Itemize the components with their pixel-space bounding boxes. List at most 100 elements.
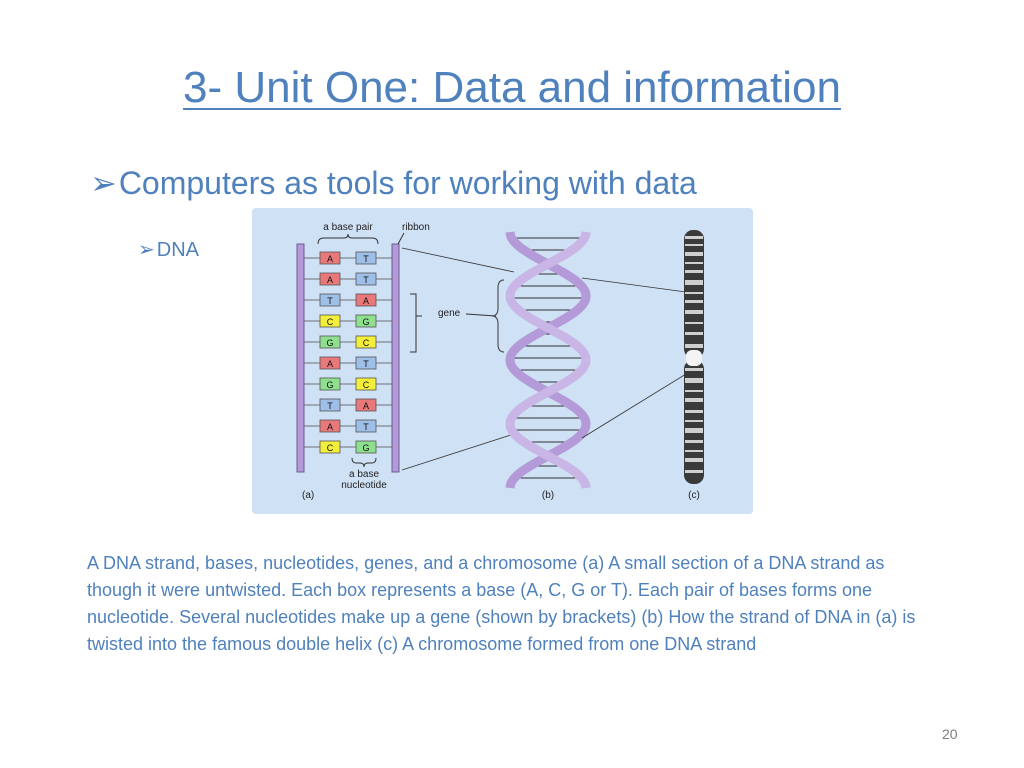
chromosome-band	[685, 398, 703, 402]
base-box-left: C	[319, 314, 341, 328]
chromosome-band	[685, 280, 703, 285]
base-box-right: T	[355, 419, 377, 433]
base-box-right: C	[355, 377, 377, 391]
chromosome-band	[685, 368, 703, 371]
arrow-bullet-icon: ➢	[138, 239, 155, 261]
chromosome-band	[685, 322, 703, 324]
base-letter: A	[363, 401, 369, 411]
base-box-right: G	[355, 440, 377, 454]
chromosome-band	[685, 470, 703, 473]
bullet-level2: ➢DNA	[138, 238, 199, 262]
chromosome-band	[685, 378, 703, 383]
nucleotide-brace	[351, 457, 377, 468]
helix-strand-1	[505, 231, 591, 489]
chromosome-band	[685, 332, 703, 335]
nucleotide-label-line2: nucleotide	[341, 480, 387, 491]
base-letter: A	[327, 422, 333, 432]
base-pair-brace	[317, 233, 379, 245]
panel-c-chromosome: (c)	[684, 230, 704, 501]
left-ribbon	[296, 243, 305, 473]
gene-bracket-b	[491, 279, 505, 353]
zoom-lines-a-b	[401, 247, 515, 471]
base-letter: T	[363, 254, 369, 264]
base-letter: T	[363, 275, 369, 285]
chromosome-band	[685, 292, 703, 294]
chromosome-band	[685, 310, 703, 314]
base-letter: A	[327, 275, 333, 285]
gene-bracket-a	[410, 293, 422, 353]
base-box-right: C	[355, 335, 377, 349]
base-box-left: A	[319, 251, 341, 265]
base-box-right: T	[355, 272, 377, 286]
chromosome-band	[685, 344, 703, 348]
base-box-left: G	[319, 335, 341, 349]
right-ribbon	[391, 243, 400, 473]
nucleotide-label-line1: a base	[349, 469, 379, 480]
chromosome-band	[685, 440, 703, 443]
base-letter: C	[327, 317, 334, 327]
chromosome-band	[685, 420, 703, 422]
base-box-right: A	[355, 293, 377, 307]
base-letter: T	[363, 359, 369, 369]
chromosome-band	[685, 428, 703, 433]
base-letter: T	[327, 401, 333, 411]
bullet-level1-text: Computers as tools for working with data	[118, 165, 697, 201]
base-letter: A	[363, 296, 369, 306]
chromosome-band	[685, 450, 703, 452]
panel-a-label: (a)	[302, 490, 314, 501]
base-letter: G	[326, 338, 333, 348]
panel-b-label: (b)	[542, 490, 554, 501]
base-letter: A	[327, 254, 333, 264]
bullet-level1: ➢Computers as tools for working with dat…	[90, 164, 697, 202]
gene-pointer	[465, 313, 497, 317]
chromosome-band	[685, 270, 703, 273]
base-box-left: A	[319, 419, 341, 433]
chromosome-band	[685, 458, 703, 462]
panel-c-label: (c)	[688, 490, 700, 501]
helix-strand-2	[505, 231, 591, 489]
base-box-left: G	[319, 377, 341, 391]
base-box-right: A	[355, 398, 377, 412]
chromosome-band	[685, 410, 703, 413]
chromosome-band	[685, 300, 703, 303]
base-pair-label: a base pair	[323, 222, 373, 233]
base-letter: G	[326, 380, 333, 390]
base-pairs-group: A T A T T A C G G C A T G C T A A T C G	[304, 251, 392, 454]
base-letter: T	[363, 422, 369, 432]
base-letter: C	[363, 380, 370, 390]
bullet-level2-text: DNA	[156, 239, 199, 261]
chromosome-centromere	[686, 350, 702, 366]
figure-caption: A DNA strand, bases, nucleotides, genes,…	[87, 553, 916, 654]
base-letter: T	[327, 296, 333, 306]
arrow-bullet-icon: ➢	[90, 165, 117, 201]
base-letter: A	[327, 359, 333, 369]
base-box-right: T	[355, 251, 377, 265]
panel-b-helix: (b)	[505, 231, 591, 501]
page-number: 20	[942, 726, 958, 742]
chromosome-band	[685, 252, 703, 256]
chromosome-bands	[685, 236, 703, 473]
base-box-right: G	[355, 314, 377, 328]
base-box-left: A	[319, 272, 341, 286]
base-letter: G	[362, 317, 369, 327]
base-box-left: T	[319, 293, 341, 307]
chromosome-band	[685, 244, 703, 246]
base-letter: C	[327, 443, 334, 453]
base-box-left: A	[319, 356, 341, 370]
base-box-right: T	[355, 356, 377, 370]
base-box-left: C	[319, 440, 341, 454]
zoom-lines-b-c	[581, 277, 687, 439]
ribbon-label: ribbon	[402, 222, 430, 233]
base-box-left: T	[319, 398, 341, 412]
chromosome-band	[685, 262, 703, 264]
chromosome-band	[685, 390, 703, 392]
slide-title: 3- Unit One: Data and information	[183, 63, 841, 112]
base-letter: C	[363, 338, 370, 348]
chromosome-band	[685, 236, 703, 239]
gene-label: gene	[438, 308, 461, 319]
ribbon-pointer	[397, 232, 405, 245]
base-letter: G	[362, 443, 369, 453]
